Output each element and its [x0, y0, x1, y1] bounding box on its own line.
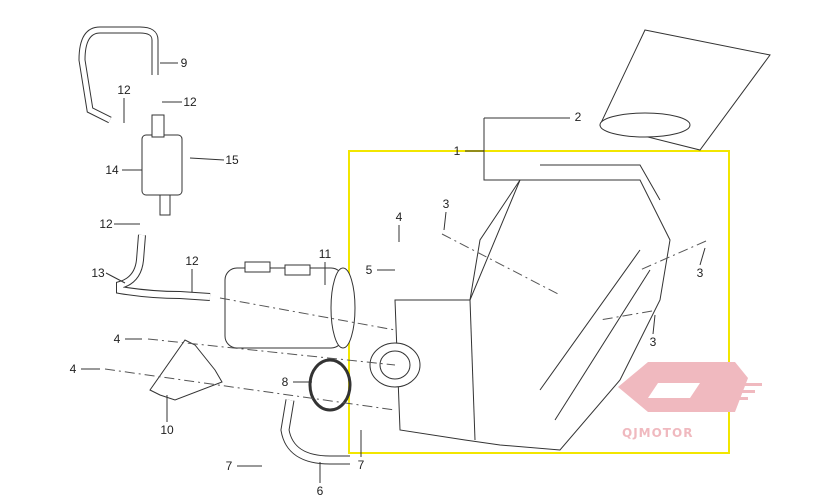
hose-part-9 — [78, 26, 159, 124]
callout-14: 14 — [105, 163, 119, 177]
callout-12: 12 — [99, 217, 113, 231]
airbox-part-1 — [369, 164, 671, 451]
center-lines — [104, 233, 707, 411]
callout-4: 4 — [395, 210, 403, 224]
callout-7: 7 — [357, 458, 365, 472]
callout-15: 15 — [225, 153, 239, 167]
filter-element-part-2 — [599, 29, 771, 151]
callout-11: 11 — [318, 247, 332, 261]
callout-3: 3 — [696, 266, 704, 280]
leader-lines — [81, 62, 706, 483]
callout-6: 6 — [316, 484, 324, 498]
filter-part-11 — [224, 261, 356, 349]
callout-7: 7 — [225, 459, 233, 473]
callout-12: 12 — [185, 254, 199, 268]
callout-8: 8 — [281, 375, 289, 389]
logo-text: QJMOTOR — [622, 426, 694, 440]
callout-9: 9 — [180, 56, 188, 70]
callout-12: 12 — [183, 95, 197, 109]
callout-12: 12 — [117, 83, 131, 97]
callout-1: 1 — [453, 144, 461, 158]
canister-part-14 — [141, 114, 183, 216]
bracket-part-10 — [149, 339, 223, 401]
callout-10: 10 — [160, 423, 174, 437]
callout-13: 13 — [91, 266, 105, 280]
callout-3: 3 — [649, 335, 657, 349]
callout-4: 4 — [113, 332, 121, 346]
callout-2: 2 — [574, 110, 582, 124]
callout-5: 5 — [365, 263, 373, 277]
clamp-part-8 — [308, 358, 352, 412]
callout-4: 4 — [69, 362, 77, 376]
qjmotor-logo — [618, 362, 762, 412]
callout-3: 3 — [442, 197, 450, 211]
